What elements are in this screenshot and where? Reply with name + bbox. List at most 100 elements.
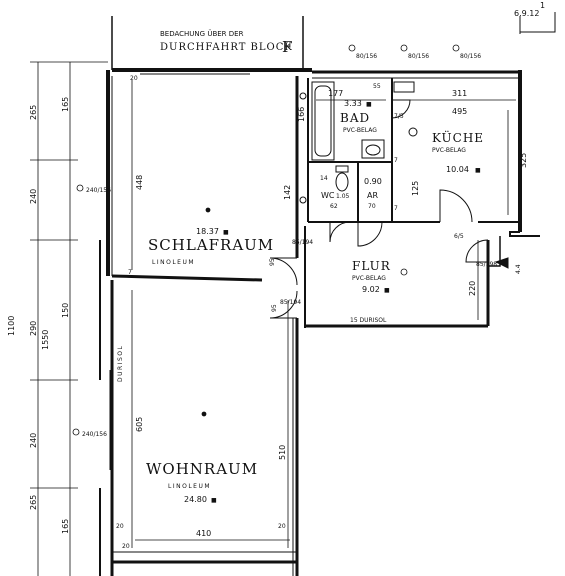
window-left-1: 240/156 bbox=[86, 187, 111, 194]
dim-misc-13: 95 bbox=[271, 304, 278, 312]
dim-misc-5: 7 bbox=[128, 269, 132, 276]
dim-left-3: 290 bbox=[29, 321, 38, 336]
marker-2 bbox=[400, 44, 408, 52]
markers bbox=[72, 44, 460, 436]
dim-left-4: 240 bbox=[29, 433, 38, 448]
door-ar bbox=[357, 221, 383, 247]
dim-misc-4: 20 bbox=[278, 523, 286, 530]
dim-left-inner-2: 150 bbox=[61, 303, 70, 318]
room-floor-wohnraum: LINOLEUM bbox=[168, 483, 211, 490]
room-name-wohnraum: WOHNRAUM bbox=[146, 460, 258, 478]
marker-5 bbox=[72, 428, 80, 436]
dim-bad-height: 166 bbox=[297, 107, 306, 122]
dim-left-inner-1: 165 bbox=[61, 97, 70, 112]
door-label-schlaf: 85/194 bbox=[280, 299, 301, 306]
header-date: 6.9.12 bbox=[514, 9, 539, 18]
dim-ar-height: 125 bbox=[411, 181, 420, 196]
dim-wohn-height: 605 bbox=[135, 417, 144, 432]
room-name-ar: AR bbox=[367, 191, 378, 200]
kitchen-sink bbox=[393, 81, 415, 93]
marker-8 bbox=[400, 268, 408, 276]
door-mark-3: 4.4 bbox=[515, 264, 522, 274]
dim-left-total: 1100 bbox=[7, 316, 16, 336]
dim-left-inner-total: 1550 bbox=[41, 330, 50, 350]
dim-wohn-right: 510 bbox=[278, 445, 287, 460]
fixtures bbox=[299, 81, 418, 204]
door-schlafraum bbox=[269, 257, 298, 286]
header-caption-1: BEDACHUNG ÜBER DER bbox=[160, 29, 244, 38]
marker-4 bbox=[76, 184, 84, 192]
dim-bad-width: 177 bbox=[328, 89, 343, 98]
dim-misc-6: 7 bbox=[394, 157, 398, 164]
dim-misc-10: 70 bbox=[368, 203, 376, 210]
dim-misc-7: 7 bbox=[394, 205, 398, 212]
toilet-bowl bbox=[335, 172, 349, 192]
header-corner-mark: 1 bbox=[540, 1, 545, 10]
window-top-2: 80/156 bbox=[408, 53, 429, 60]
room-area-schlafraum: 18.37 bbox=[196, 227, 219, 236]
dim-misc-2: 20 bbox=[116, 523, 124, 530]
window-left-2: 240/156 bbox=[82, 431, 107, 438]
kitchen-corner bbox=[509, 231, 540, 237]
top-right-bracket bbox=[520, 12, 556, 33]
dim-kueche-height: 325 bbox=[519, 153, 528, 168]
bathtub-inner bbox=[314, 85, 332, 157]
dim-misc-12: 95 bbox=[269, 258, 276, 266]
door-wc bbox=[329, 221, 351, 243]
room-floor-bad: PVC-BELAG bbox=[343, 127, 377, 134]
door-front bbox=[465, 239, 489, 263]
marker-1 bbox=[348, 44, 356, 52]
wall-label-durisol: DURISOL bbox=[117, 345, 124, 382]
room-area-wohnraum: 24.80 bbox=[184, 495, 207, 504]
room-area-ar: 0.90 bbox=[364, 177, 382, 186]
dim-left-5: 265 bbox=[29, 495, 38, 510]
door-mark-1: 7/5 bbox=[394, 113, 404, 120]
dim-left-2: 240 bbox=[29, 189, 38, 204]
window-top-3: 80/156 bbox=[460, 53, 481, 60]
room-name-wc: WC bbox=[321, 191, 335, 200]
chimney-2 bbox=[299, 196, 307, 204]
walls bbox=[99, 12, 556, 576]
door-label-flur: 85/194 bbox=[292, 239, 313, 246]
header-block-letter: F bbox=[282, 38, 293, 56]
dim-misc-8: 55 bbox=[373, 83, 381, 90]
room-area-flur: 9.02 bbox=[362, 285, 380, 294]
room-name-flur: FLUR bbox=[352, 259, 391, 273]
dim-flur-height: 220 bbox=[468, 281, 477, 296]
dim-kueche-width: 495 bbox=[452, 107, 467, 116]
room-floor-kueche: PVC-BELAG bbox=[432, 147, 466, 154]
wall-label-durisol-flur: 15 DURISOL bbox=[350, 317, 387, 324]
room-name-kueche: KÜCHE bbox=[432, 129, 484, 145]
marker-6 bbox=[205, 207, 211, 213]
room-area-kueche: 10.04 bbox=[446, 165, 469, 174]
area-unit-bad: ■ bbox=[366, 101, 372, 108]
room-floor-schlafraum: LINOLEUM bbox=[152, 259, 195, 266]
dim-misc-3: 20 bbox=[122, 543, 130, 550]
window-top-1: 80/156 bbox=[356, 53, 377, 60]
marker-7 bbox=[201, 411, 207, 417]
dim-left-1: 265 bbox=[29, 105, 38, 120]
chimney-1 bbox=[299, 92, 307, 100]
bathtub bbox=[311, 81, 335, 161]
dim-misc-11: 14 bbox=[320, 175, 328, 182]
entrance-arrow bbox=[494, 257, 509, 269]
entrance-step bbox=[488, 236, 501, 267]
dim-misc-9: 62 bbox=[330, 203, 338, 210]
room-name-schlafraum: SCHLAFRAUM bbox=[148, 236, 274, 254]
bed-living-wall bbox=[111, 274, 263, 282]
room-floor-flur: PVC-BELAG bbox=[352, 275, 386, 282]
area-unit-schlafraum: ■ bbox=[223, 229, 229, 236]
area-unit-kueche: ■ bbox=[475, 167, 481, 174]
dim-misc-1: 20 bbox=[130, 75, 138, 82]
dim-wc-height: 142 bbox=[283, 185, 292, 200]
stove-ring bbox=[408, 127, 418, 137]
room-area-wc: 1.05 bbox=[336, 193, 350, 200]
room-name-bad: BAD bbox=[340, 111, 370, 125]
door-mark-2: 6/5 bbox=[454, 233, 464, 240]
dim-kueche-width-top: 311 bbox=[452, 89, 467, 98]
dim-schlaf-height: 448 bbox=[135, 175, 144, 190]
dimension-lines bbox=[30, 61, 516, 576]
dim-left-inner-3: 165 bbox=[61, 519, 70, 534]
area-unit-flur: ■ bbox=[384, 287, 390, 294]
